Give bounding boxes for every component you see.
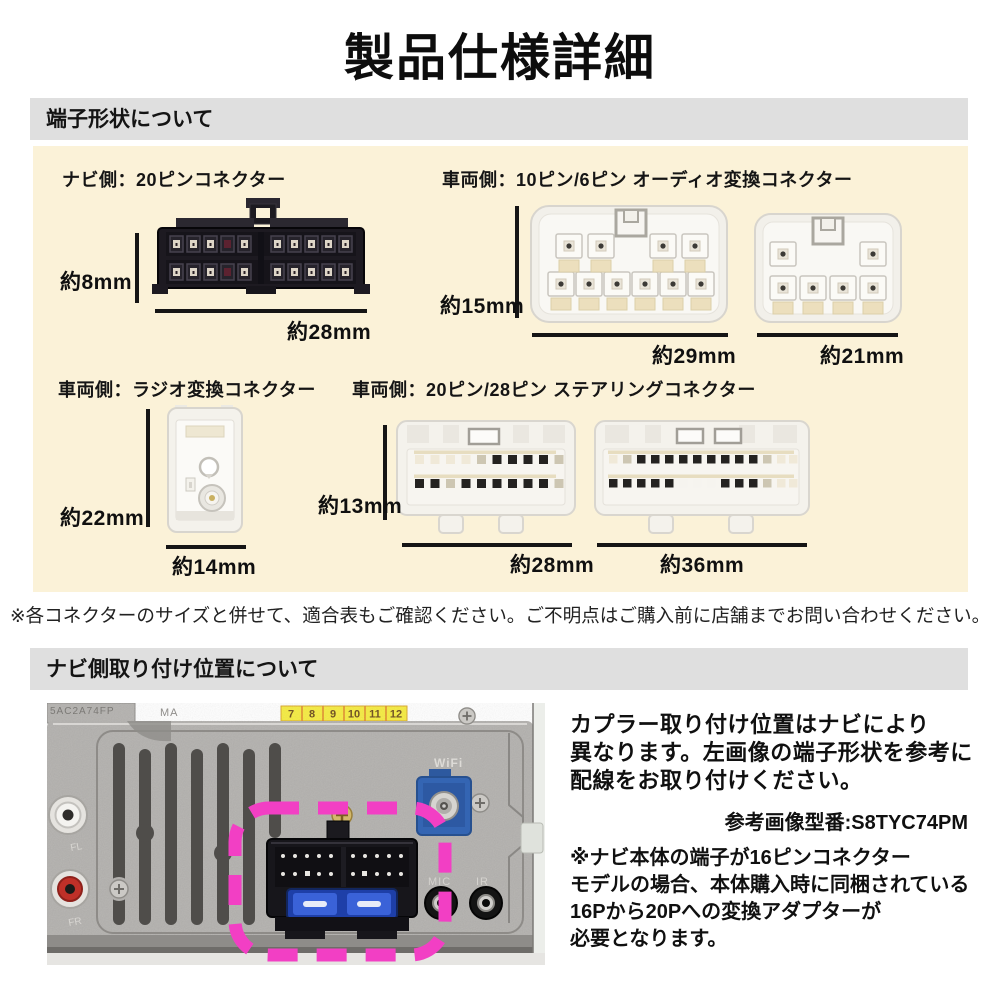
section-header-terminal-shape: 端子形状について — [30, 98, 968, 140]
ir-jack — [469, 886, 503, 920]
radio-width-dim: 約14mm — [172, 556, 257, 579]
screw-right-of-fakra — [470, 793, 490, 813]
head-unit-rear-photo: 5AC2A74FP MA 7 8 9 10 11 12 — [47, 703, 545, 965]
radio-connector-illustration — [167, 405, 243, 533]
reference-model-number: 参考画像型番:S8TYC74PM — [724, 812, 968, 834]
steering-28pin-connector-illustration — [594, 420, 810, 534]
audio-10pin-width-line — [532, 333, 728, 337]
harness-pins — [281, 854, 403, 876]
section-header-mounting-position: ナビ側取り付け位置について — [30, 648, 968, 690]
navi-20pin-connector-illustration — [152, 198, 370, 294]
steering-28pin-width-dim: 約36mm — [660, 554, 745, 577]
section-header-mounting-position-label: ナビ側取り付け位置について — [46, 658, 319, 681]
navi-connector-label: ナビ側：20ピンコネクター — [62, 170, 286, 190]
steering-20pin-width-dim: 約28mm — [510, 554, 595, 577]
chassis-side-tab — [520, 822, 544, 854]
steering-height-line — [383, 425, 387, 520]
ma-text: MA — [160, 707, 179, 719]
mounting-description: カプラー取り付け位置はナビにより 異なります。左画像の端子形状を参考に 配線をお… — [570, 712, 973, 793]
navi-width-line — [155, 309, 367, 313]
fuse-number-label: 7 8 9 10 11 12 — [280, 705, 408, 722]
stencil-text: 5AC2A74FP — [50, 706, 115, 717]
connector-highlight-dashed-box — [228, 801, 452, 962]
screw-top-right — [457, 707, 477, 725]
radio-height-dim: 約22mm — [60, 507, 145, 530]
fuse-number: 9 — [330, 709, 336, 721]
steering-28pin-pins — [608, 450, 798, 488]
section-header-terminal-shape-label: 端子形状について — [46, 108, 214, 131]
steering-20pin-connector-illustration — [396, 420, 576, 534]
fuse-number: 8 — [309, 709, 315, 721]
page-title: 製品仕様詳細 — [344, 30, 656, 86]
screw-bottom-left — [107, 877, 131, 901]
wifi-label: WiFi — [434, 756, 463, 770]
fuse-number: 12 — [390, 709, 402, 721]
steering-20pin-pins — [414, 450, 564, 488]
audio-6pin-connector-illustration — [754, 213, 902, 323]
main-harness-connector — [266, 820, 418, 939]
ir-label: IR — [476, 876, 489, 888]
audio-connector-label: 車両側：10ピン/6ピン オーディオ変換コネクター — [442, 170, 853, 190]
audio-10pin-width-dim: 約29mm — [652, 345, 737, 368]
connector-spec-panel: ナビ側：20ピンコネクター 約8mm 約28mm 車両側：10ピン/6 — [33, 146, 968, 592]
navi-width-dim: 約28mm — [287, 321, 372, 344]
radio-height-line — [146, 409, 150, 527]
audio-height-line — [515, 206, 519, 318]
audio-6pin-width-line — [757, 333, 898, 337]
fuse-number: 10 — [348, 709, 360, 721]
fuse-number: 7 — [288, 709, 294, 721]
rca-jack-white — [48, 795, 88, 835]
rca-jack-red — [50, 869, 90, 909]
heatsink-fins — [113, 743, 281, 925]
audio-height-dim: 約15mm — [440, 295, 525, 318]
steering-20pin-width-line — [402, 543, 572, 547]
fuse-holder — [286, 888, 398, 920]
steering-height-dim: 約13mm — [318, 495, 403, 518]
radio-width-line — [166, 545, 246, 549]
terminal-section-note: ※各コネクターのサイズと併せて、適合表もご確認ください。ご不明点はご購入前に店舗… — [10, 605, 991, 626]
wifi-fakra-connector — [416, 769, 472, 836]
audio-10pin-connector-illustration — [530, 205, 728, 323]
mic-label: MIC — [428, 876, 451, 888]
radio-connector-label: 車両側：ラジオ変換コネクター — [58, 380, 316, 400]
front-left-label: FL — [70, 841, 84, 854]
fuse-number: 11 — [369, 709, 381, 721]
mounting-note: ※ナビ本体の端子が16ピンコネクター モデルの場合、本体購入時に同梱されている … — [570, 847, 970, 950]
steering-28pin-width-line — [597, 543, 807, 547]
front-right-label: FR — [68, 916, 83, 929]
audio-6pin-width-dim: 約21mm — [820, 345, 905, 368]
navi-height-line — [135, 233, 139, 303]
steering-connector-label: 車両側：20ピン/28ピン ステアリングコネクター — [352, 380, 756, 400]
navi-height-dim: 約8mm — [60, 271, 133, 294]
